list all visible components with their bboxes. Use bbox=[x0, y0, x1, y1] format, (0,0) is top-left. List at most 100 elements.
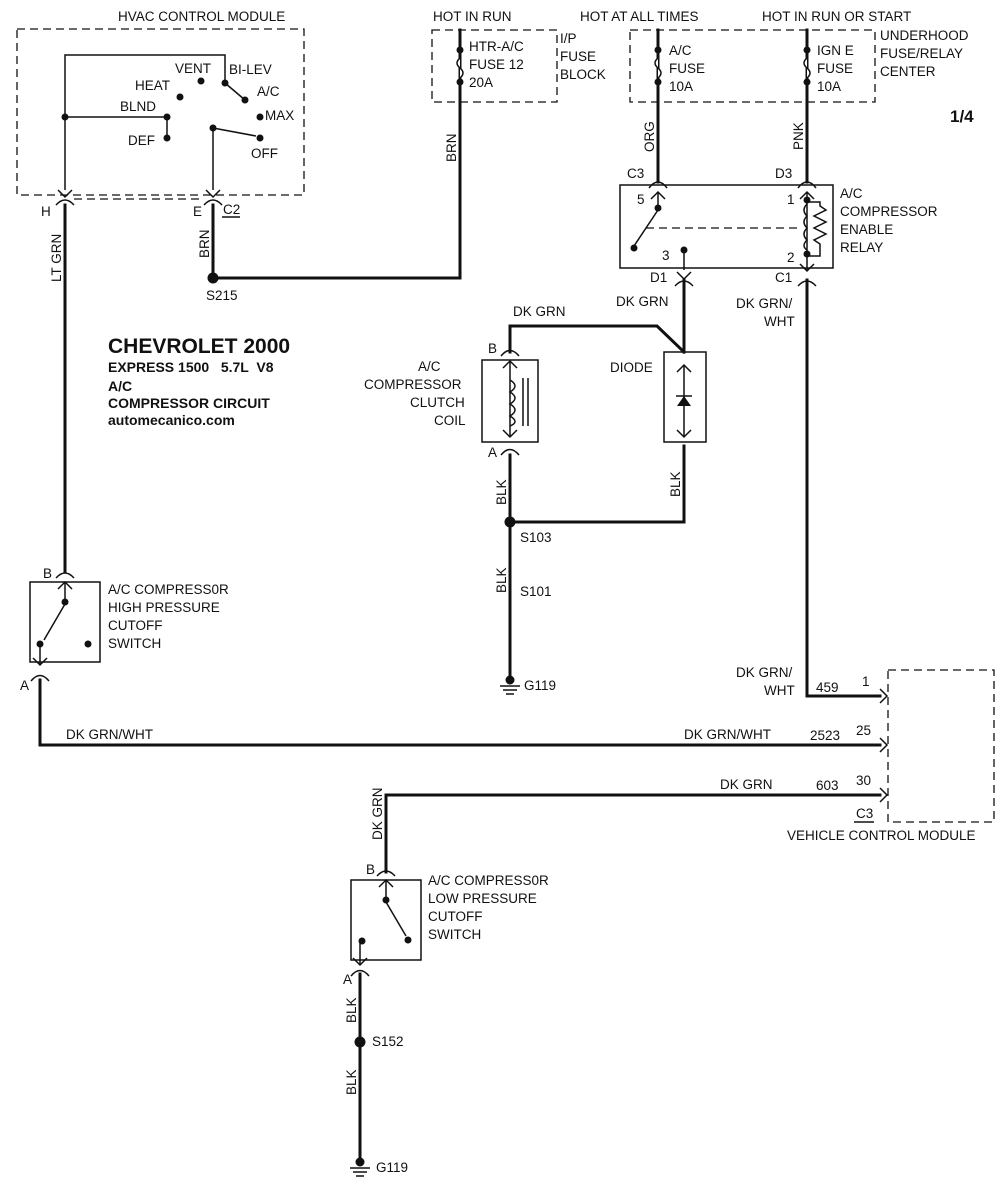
ac-compressor-enable-relay: C3 D3 D1 C1 5 1 3 2 A/C COMPRESSOR ENABL… bbox=[619, 166, 938, 287]
wire-label-dk-grn-wht-left: DK GRN/WHT bbox=[66, 727, 153, 742]
hvac-connector-c2: H E C2 bbox=[41, 189, 240, 219]
hvac-control-module: HVAC CONTROL MODULE VENT BI-LEV HEAT A/C… bbox=[16, 9, 305, 196]
ip-block-line1: I/P bbox=[560, 31, 577, 46]
lp-name-line2: LOW PRESSURE bbox=[428, 891, 537, 906]
splice-s152-dot bbox=[354, 1036, 366, 1048]
underhood-line2: FUSE/RELAY bbox=[880, 46, 963, 61]
relay-pin-d3: D3 bbox=[775, 166, 792, 181]
clutch-name-line3: CLUTCH bbox=[410, 395, 465, 410]
relay-d3-socket bbox=[797, 181, 817, 189]
hvac-module-title: HVAC CONTROL MODULE bbox=[118, 9, 285, 24]
splice-s103-dot bbox=[504, 516, 516, 528]
hvac-switch-blade bbox=[212, 127, 257, 137]
relay-term5-dot bbox=[654, 204, 662, 212]
hvac-ac-link bbox=[224, 82, 246, 101]
wire-label-blk-coil: BLK bbox=[494, 479, 509, 505]
clutch-name-line2: COMPRESSOR bbox=[364, 377, 462, 392]
hvac-ac-contact bbox=[241, 96, 249, 104]
hot-all-times-label: HOT AT ALL TIMES bbox=[580, 9, 699, 24]
ac-fuse-top-dot bbox=[654, 46, 662, 54]
igne-fuse-symbol bbox=[803, 57, 811, 79]
title-model: EXPRESS 1500 5.7L V8 bbox=[108, 359, 274, 375]
wire-label-lt-grn: LT GRN bbox=[49, 234, 64, 282]
hp-blade bbox=[43, 603, 66, 641]
ip-block-line2: FUSE bbox=[560, 49, 596, 64]
hvac-vent-contact bbox=[197, 77, 205, 85]
fuse12-top-dot bbox=[456, 46, 464, 54]
mode-def: DEF bbox=[128, 133, 155, 148]
ac-fuse-bottom-dot bbox=[654, 78, 662, 86]
wire-dk-grn-top bbox=[508, 324, 687, 355]
lp-pin-b-socket bbox=[376, 870, 396, 877]
relay-c1-arrow bbox=[799, 263, 815, 273]
lp-name-line3: CUTOFF bbox=[428, 909, 483, 924]
c2-label: C2 bbox=[223, 202, 240, 217]
vcm-circuit-2523: 2523 bbox=[810, 728, 840, 743]
clutch-name-line4: COIL bbox=[434, 413, 466, 428]
ac-compressor-clutch-coil: B A A/C COMPRESSOR CLUTCH COIL bbox=[364, 341, 539, 460]
lp-blade bbox=[385, 901, 407, 937]
hp-pin-b: B bbox=[43, 566, 52, 581]
splice-s215-label: S215 bbox=[206, 288, 238, 303]
wire-label-org: ORG bbox=[642, 121, 657, 152]
hp-name-line4: SWITCH bbox=[108, 636, 161, 651]
hot-in-run-label: HOT IN RUN bbox=[433, 9, 512, 24]
igne-fuse-label: FUSE bbox=[817, 61, 853, 76]
wire-label-dk-grn-d1: DK GRN bbox=[616, 294, 669, 309]
ground-g119-bottom-label: G119 bbox=[376, 1160, 408, 1175]
ac-fuse-symbol bbox=[654, 57, 662, 79]
diode-symbol bbox=[677, 396, 691, 406]
wire-label-blk-s101: BLK bbox=[494, 567, 509, 593]
hp-pin-a-arrow bbox=[32, 657, 48, 667]
underhood-line1: UNDERHOOD bbox=[880, 28, 969, 43]
splice-s215-dot bbox=[207, 272, 219, 284]
lp-pin-a-arrow bbox=[352, 957, 368, 967]
relay-d1-socket bbox=[674, 280, 694, 287]
wire-label-dk-grn-vertical: DK GRN bbox=[370, 787, 385, 840]
hvac-bilev-contact bbox=[221, 79, 229, 87]
title-system: A/C bbox=[108, 378, 132, 394]
ground-g119-top-icon bbox=[500, 675, 520, 695]
mode-bi-lev: BI-LEV bbox=[229, 62, 272, 77]
wire-label-dk-grn-wht-right: DK GRN/WHT bbox=[684, 727, 771, 742]
wire-dk-grn-wht-459 bbox=[805, 278, 882, 698]
relay-arm-dot bbox=[630, 244, 638, 252]
hvac-pivot-dot bbox=[209, 124, 217, 132]
hvac-off-contact bbox=[256, 134, 264, 142]
wire-label-dk-grn-603: DK GRN bbox=[720, 777, 773, 792]
relay-name-line2: COMPRESSOR bbox=[840, 204, 938, 219]
hvac-max-contact bbox=[256, 113, 264, 121]
hp-name-line2: HIGH PRESSURE bbox=[108, 600, 220, 615]
fuse12-name: HTR-A/C bbox=[469, 39, 524, 54]
page-number: 1/4 bbox=[950, 107, 974, 126]
clutch-pin-b: B bbox=[488, 341, 497, 356]
relay-d1-arrow bbox=[676, 271, 692, 281]
clutch-pin-a: A bbox=[488, 445, 497, 460]
splice-s152-label: S152 bbox=[372, 1034, 404, 1049]
hot-run-start-label: HOT IN RUN OR START bbox=[762, 9, 911, 24]
wire-label-pnk: PNK bbox=[791, 122, 806, 150]
relay-term-3: 3 bbox=[662, 248, 670, 263]
hvac-heat-contact bbox=[176, 93, 184, 101]
hp-open-contact bbox=[84, 640, 92, 648]
igne-fuse-name: IGN E bbox=[817, 43, 854, 58]
fuse12-symbol bbox=[456, 57, 464, 79]
hp-top-dot bbox=[61, 598, 69, 606]
lp-name-line1: A/C COMPRESS0R bbox=[428, 873, 549, 888]
wire-label-dk-grn-wht-vcm-a: DK GRN/ bbox=[736, 665, 793, 680]
pin-h-label: H bbox=[41, 204, 51, 219]
vcm-pin-1: 1 bbox=[862, 674, 870, 689]
clutch-pin-b-socket bbox=[500, 349, 520, 357]
wire-label-dk-grn-top: DK GRN bbox=[513, 304, 566, 319]
vcm-label: VEHICLE CONTROL MODULE bbox=[787, 828, 976, 843]
relay-name-line4: RELAY bbox=[840, 240, 883, 255]
relay-c3-socket bbox=[648, 181, 668, 189]
mode-max: MAX bbox=[265, 108, 294, 123]
ground-g119-top-label: G119 bbox=[524, 678, 556, 693]
relay-body bbox=[619, 184, 834, 269]
vcm-outline bbox=[887, 669, 995, 823]
hp-pin-a-socket bbox=[30, 674, 50, 682]
lp-blade-dot bbox=[404, 936, 412, 944]
hvac-def-contact bbox=[163, 134, 171, 142]
wire-label-blk-low2: BLK bbox=[344, 1069, 359, 1095]
